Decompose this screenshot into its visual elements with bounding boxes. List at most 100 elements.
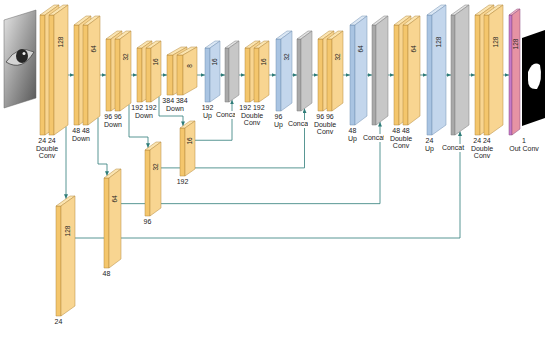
slab-front: [56, 206, 61, 316]
slab-side: [88, 16, 100, 125]
dimension-label: 64: [91, 45, 98, 52]
layer-slab: [205, 41, 220, 102]
slab-front: [297, 39, 301, 111]
arrow-connector: [312, 75, 318, 76]
slab-front: [167, 55, 173, 95]
operation-label: Double Conv: [384, 135, 418, 150]
arrow-connector: [420, 75, 427, 76]
concat-block: Concat: [297, 31, 312, 111]
label-group: 48 48Down: [71, 127, 91, 142]
block-shape: [427, 5, 446, 135]
slab-front: [394, 25, 399, 125]
slab-front: [403, 25, 408, 125]
eye-highlight: [23, 52, 26, 55]
label-group: 192 192Down: [130, 104, 157, 119]
operation-label: Concat: [441, 144, 465, 152]
slab-front: [83, 25, 88, 125]
slab-side: [150, 142, 161, 216]
layer-slab: [318, 31, 334, 111]
arrow-connector: [469, 75, 475, 76]
conv-block: 24 24Double Conv128: [475, 5, 503, 135]
size-label: 1: [508, 137, 540, 145]
label-group: 48 48Double Conv: [384, 127, 418, 150]
dimension-label: 16: [187, 137, 194, 144]
operation-label: Out Conv: [508, 145, 540, 153]
conv-block: 384 384Down8: [167, 47, 197, 95]
slab-side: [109, 169, 121, 268]
slab-side: [259, 41, 269, 102]
layer-slab: [327, 31, 343, 111]
slab-front: [484, 15, 489, 135]
slab-front: [74, 25, 79, 125]
label-group: 384 384Down: [161, 97, 188, 112]
block-shape: [451, 5, 469, 135]
dimension-label: 32: [152, 163, 159, 170]
operation-label: Double Conv: [465, 145, 499, 160]
size-label: 96 96: [308, 113, 342, 121]
label-group: 24 24Double Conv: [30, 137, 64, 160]
label-group: 96: [143, 218, 153, 226]
arrow-connector: [75, 131, 460, 238]
conv-block: 48 48Double Conv64: [394, 16, 420, 125]
block-shape: [475, 5, 503, 135]
layer-slab: [145, 142, 161, 216]
skip-copy-block: 9632: [145, 142, 161, 216]
layer-slab: [225, 41, 239, 102]
slab-side: [489, 5, 503, 135]
dimension-label: 8: [187, 64, 194, 68]
slab-front: [276, 39, 281, 111]
dimension-label: 128: [436, 37, 443, 48]
arrow-connector: [100, 75, 106, 76]
layer-slab: [276, 31, 292, 111]
block-shape: [180, 121, 195, 176]
slab-side: [301, 31, 312, 111]
arrow-connector: [367, 75, 372, 76]
layer-slab: [297, 31, 312, 111]
layer-slab: [403, 16, 420, 125]
size-label: 96: [143, 218, 153, 226]
block-shape: [205, 41, 220, 102]
dimension-label: 64: [411, 45, 418, 52]
block-shape: [167, 47, 197, 95]
output-conv-block: 1Out Conv128: [509, 9, 520, 135]
slab-front: [205, 48, 210, 102]
slab-side: [54, 5, 68, 135]
slab-front: [180, 128, 185, 176]
concat-block: Concat: [225, 41, 239, 102]
upsample-block: 48Up64: [350, 16, 367, 125]
operation-label: Down: [161, 105, 188, 113]
label-group: 1Out Conv: [508, 137, 540, 152]
dimension-label: 16: [261, 59, 268, 66]
slab-side: [432, 5, 446, 135]
size-label: 48 48: [71, 127, 91, 135]
upsample-block: 96Up32: [276, 31, 292, 111]
layer-slab: [115, 31, 131, 111]
label-group: 96 96Down: [103, 113, 123, 128]
arrow-connector: [220, 75, 225, 76]
arrow-connector: [292, 75, 297, 76]
layer-slab: [56, 196, 75, 316]
conv-block: 48 48Down64: [74, 16, 100, 125]
block-shape: [56, 196, 75, 316]
slab-side: [332, 31, 343, 111]
concat-block: Concat: [451, 5, 469, 135]
slab-side: [355, 16, 367, 125]
slab-front: [145, 150, 150, 216]
slab-front: [40, 15, 45, 135]
arrow-connector: [195, 100, 232, 140]
slab-side: [376, 16, 388, 125]
upsample-block: 24Up128: [427, 5, 446, 135]
layer-slab: [177, 47, 197, 95]
arrow-connector: [131, 75, 137, 76]
slab-front: [146, 48, 151, 102]
size-label: 192: [176, 178, 190, 186]
slab-front: [225, 48, 229, 102]
operation-label: Double Conv: [235, 112, 269, 127]
eye-iris: [16, 49, 28, 63]
operation-label: Double Conv: [30, 145, 64, 160]
size-label: 192 192: [130, 104, 157, 112]
slab-front: [350, 25, 355, 125]
slab-front: [177, 55, 183, 95]
slab-front: [49, 15, 54, 135]
